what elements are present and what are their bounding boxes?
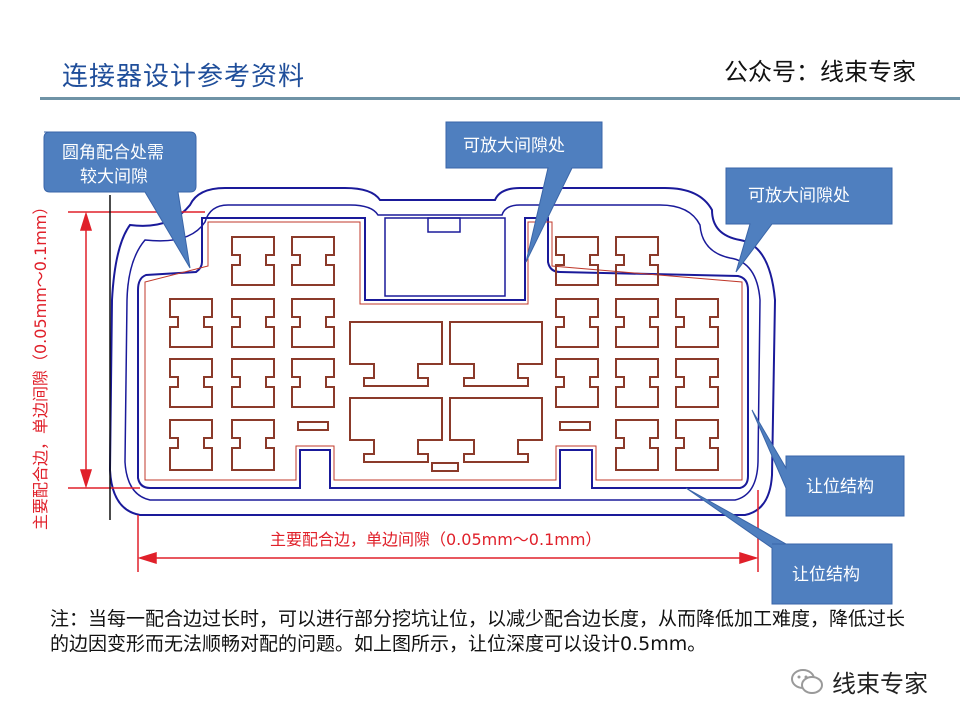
vertical-dimension: [68, 211, 205, 489]
key-slot: [559, 421, 591, 431]
cavity: [615, 358, 659, 408]
watermark: 线束专家: [790, 664, 928, 699]
horizontal-dimension-label: 主要配合边，单边间隙（0.05mm～0.1mm）: [270, 530, 601, 549]
cavity: [231, 419, 275, 471]
watermark-text: 线束专家: [832, 670, 928, 698]
large-cavity: [349, 397, 443, 463]
vertical-dimension-label: 主要配合边，单边间隙（0.05mm～0.1mm）: [31, 199, 50, 530]
cavity: [555, 358, 599, 408]
chat-bubble-icon: [791, 668, 823, 694]
cavity: [291, 298, 335, 348]
account-label: 公众号：线束专家: [724, 58, 916, 86]
cavity: [291, 358, 335, 408]
cavity: [675, 298, 719, 348]
latch-window: [384, 217, 506, 297]
cavity: [231, 298, 275, 348]
cavity: [615, 236, 659, 286]
callout-gap-right: 可放大间隙处: [725, 167, 893, 273]
design-note: 注：当每一配合边过长时，可以进行部分挖坑让位，以减少配合边长度，从而降低加工难度…: [50, 608, 906, 655]
callout-relief-2: 让位结构: [685, 487, 893, 605]
cavity: [231, 236, 275, 286]
header-divider: [40, 97, 960, 100]
key-slot: [297, 421, 329, 431]
callout-round-corner-line1: 圆角配合处需: [62, 143, 164, 163]
small-cavities: [169, 236, 719, 471]
cavity: [231, 358, 275, 408]
key-slots: [297, 421, 591, 472]
large-cavity: [449, 397, 543, 463]
callout-relief-1: 让位结构: [751, 409, 905, 517]
large-cavity: [349, 321, 443, 387]
cavity: [169, 298, 213, 348]
cavity: [169, 419, 213, 471]
page-title: 连接器设计参考资料: [62, 62, 306, 92]
cavity: [615, 298, 659, 348]
cavity: [555, 298, 599, 348]
cavity: [675, 358, 719, 408]
callout-round-corner: 圆角配合处需 较大间隙: [43, 131, 197, 269]
latch-tab: [427, 217, 461, 233]
callout-gap-right-text: 可放大间隙处: [748, 186, 850, 206]
cavity: [291, 236, 335, 286]
cavity: [615, 419, 659, 471]
connector-body-inner: [144, 221, 743, 481]
callout-gap-top: 可放大间隙处: [445, 121, 603, 263]
callout-gap-top-text: 可放大间隙处: [463, 136, 565, 156]
key-slot: [431, 462, 459, 472]
callout-relief-1-text: 让位结构: [806, 477, 874, 497]
callout-round-corner-line2: 较大间隙: [80, 167, 148, 187]
housing-outline-mid: [124, 204, 761, 501]
housing-outline-outer: [108, 187, 777, 516]
horizontal-dimension: [137, 490, 759, 572]
cavity: [169, 358, 213, 408]
cavity: [675, 419, 719, 471]
large-cavity: [449, 321, 543, 387]
callout-relief-2-text: 让位结构: [792, 565, 860, 585]
large-cavities: [349, 321, 543, 463]
cavity: [555, 236, 599, 286]
